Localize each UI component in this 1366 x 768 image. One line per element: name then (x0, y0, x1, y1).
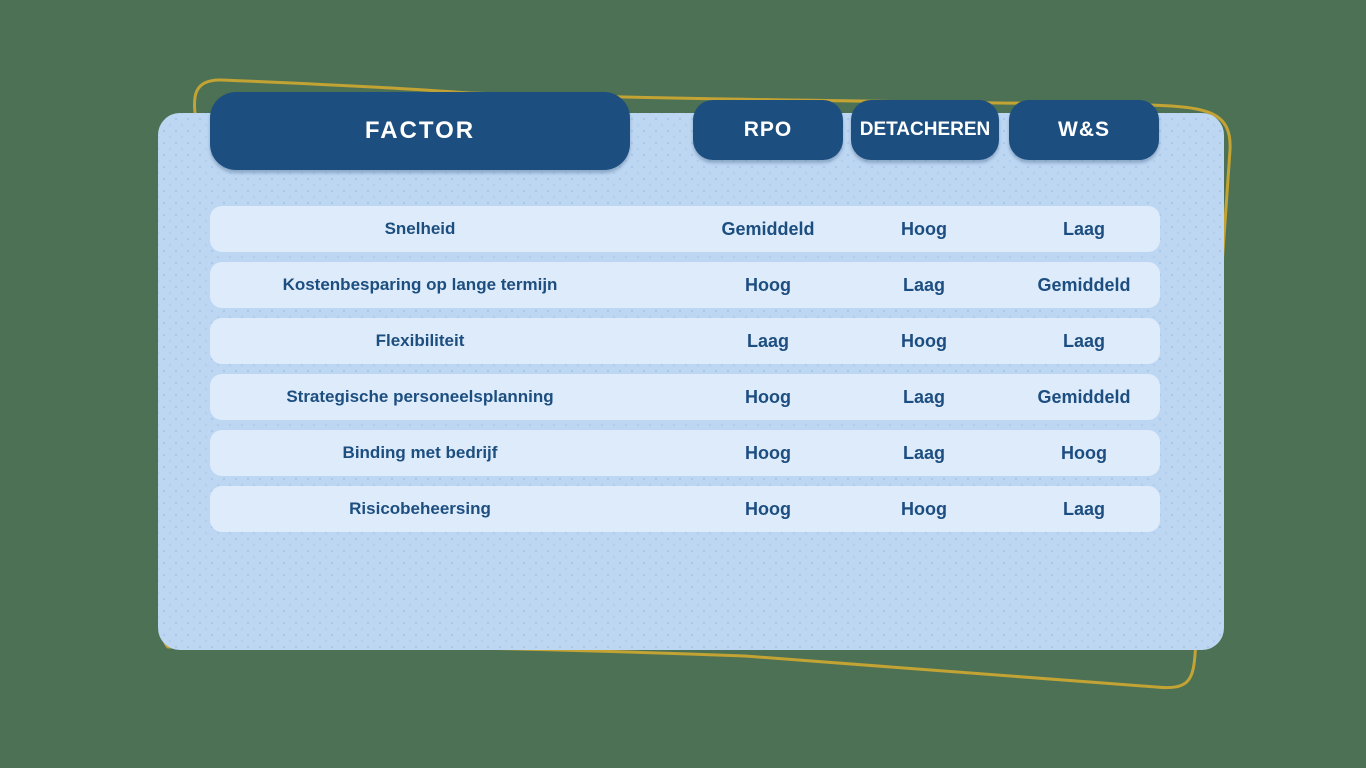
factor-cell: Kostenbesparing op lange termijn (282, 275, 558, 294)
rpo-value-cell: Laag (746, 330, 789, 351)
rpo-value-cell: Hoog (745, 274, 791, 295)
rpo-value-cell: Hoog (745, 442, 791, 463)
table-row: Kostenbesparing op lange termijn Hoog La… (210, 262, 1160, 308)
table-row: Risicobeheersing Hoog Hoog Laag (210, 486, 1160, 532)
factor-cell: Strategische personeelsplanning (286, 387, 554, 406)
table-row: Binding met bedrijf Hoog Laag Hoog (210, 430, 1160, 476)
detacheren-value-cell: Hoog (901, 330, 947, 351)
detacheren-value-cell: Hoog (901, 218, 947, 239)
ws-value-cell: Laag (1062, 498, 1105, 519)
rpo-value-cell: Hoog (745, 386, 791, 407)
factor-cell: Risicobeheersing (349, 499, 491, 518)
header-pill-ws: W&S (1009, 100, 1159, 160)
header-pill-rpo: RPO (693, 100, 843, 160)
detacheren-value-cell: Hoog (901, 498, 947, 519)
detacheren-value-cell: Laag (902, 442, 945, 463)
factor-cell: Flexibiliteit (375, 331, 465, 350)
ws-value-cell: Gemiddeld (1037, 386, 1131, 407)
ws-value-cell: Laag (1062, 330, 1105, 351)
factor-header-label: FACTOR (364, 117, 476, 144)
ws-header-label: W&S (1058, 118, 1110, 141)
factor-cell: Snelheid (384, 219, 456, 238)
rpo-value-cell: Gemiddeld (721, 218, 815, 239)
header-pill-detacheren: DETACHEREN (851, 100, 999, 160)
table-row: Strategische personeelsplanning Hoog Laa… (210, 374, 1160, 420)
rpo-header-label: RPO (743, 118, 793, 141)
detacheren-value-cell: Laag (902, 274, 945, 295)
factor-cell: Binding met bedrijf (342, 443, 498, 462)
table-row: Snelheid Gemiddeld Hoog Laag (210, 206, 1160, 252)
ws-value-cell: Laag (1062, 218, 1105, 239)
table-row: Flexibiliteit Laag Hoog Laag (210, 318, 1160, 364)
rpo-value-cell: Hoog (745, 498, 791, 519)
header-pill-factor: FACTOR (210, 92, 630, 170)
ws-value-cell: Hoog (1061, 442, 1107, 463)
detacheren-header-label: DETACHEREN (859, 119, 991, 140)
ws-value-cell: Gemiddeld (1037, 274, 1131, 295)
detacheren-value-cell: Laag (902, 386, 945, 407)
